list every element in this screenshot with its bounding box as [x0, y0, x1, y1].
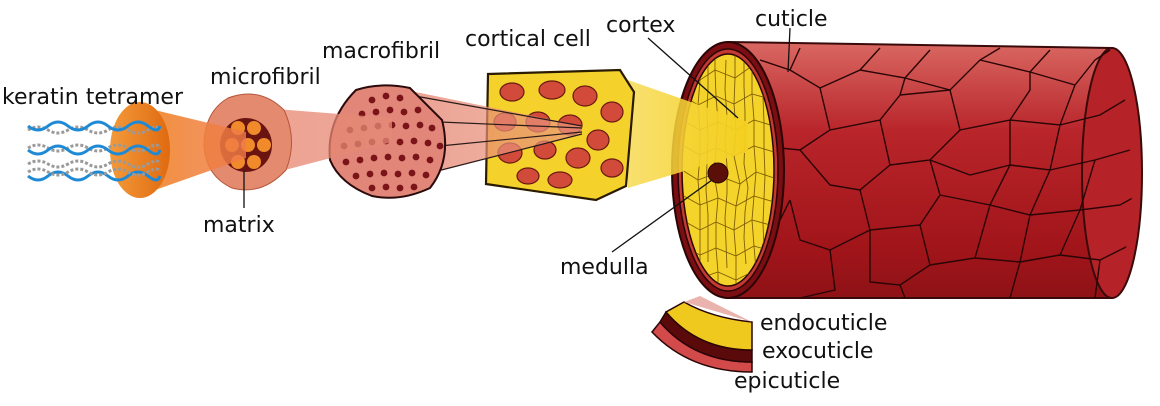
macrofibril-projection-beam [262, 108, 392, 176]
label-cortex: cortex [606, 13, 675, 38]
hair-cross-section [671, 41, 785, 299]
label-epicuticle: epicuticle [734, 369, 840, 394]
label-matrix: matrix [203, 213, 275, 238]
label-medulla: medulla [560, 255, 649, 280]
medulla-core [707, 162, 729, 184]
beam-edge-lines [414, 95, 583, 177]
label-cortical-cell: cortical cell [465, 27, 591, 52]
cuticle-scale-lines [759, 47, 1133, 298]
keratin-tetramer [27, 102, 170, 198]
label-endocuticle: endocuticle [760, 311, 887, 336]
label-macrofibril: macrofibril [322, 39, 440, 64]
tetramer-disk [110, 102, 170, 198]
label-microfibril: microfibril [210, 65, 321, 90]
label-cuticle: cuticle [755, 7, 828, 32]
leader-lines [243, 27, 791, 253]
hair-shaft-end [1081, 47, 1143, 299]
cuticle-detail-beam [684, 296, 752, 322]
endocuticle-layer [664, 301, 753, 351]
hair-shaft [727, 40, 1143, 299]
hair-shaft-body [727, 40, 1133, 299]
cuticle-layers-detail [651, 296, 753, 373]
labels: keratin tetramer microfibril matrix macr… [2, 7, 887, 394]
label-keratin-tetramer: keratin tetramer [2, 85, 184, 110]
label-exocuticle: exocuticle [762, 339, 873, 364]
cortex-projection-beam [628, 80, 748, 188]
keratin-helix-strands [27, 120, 162, 182]
